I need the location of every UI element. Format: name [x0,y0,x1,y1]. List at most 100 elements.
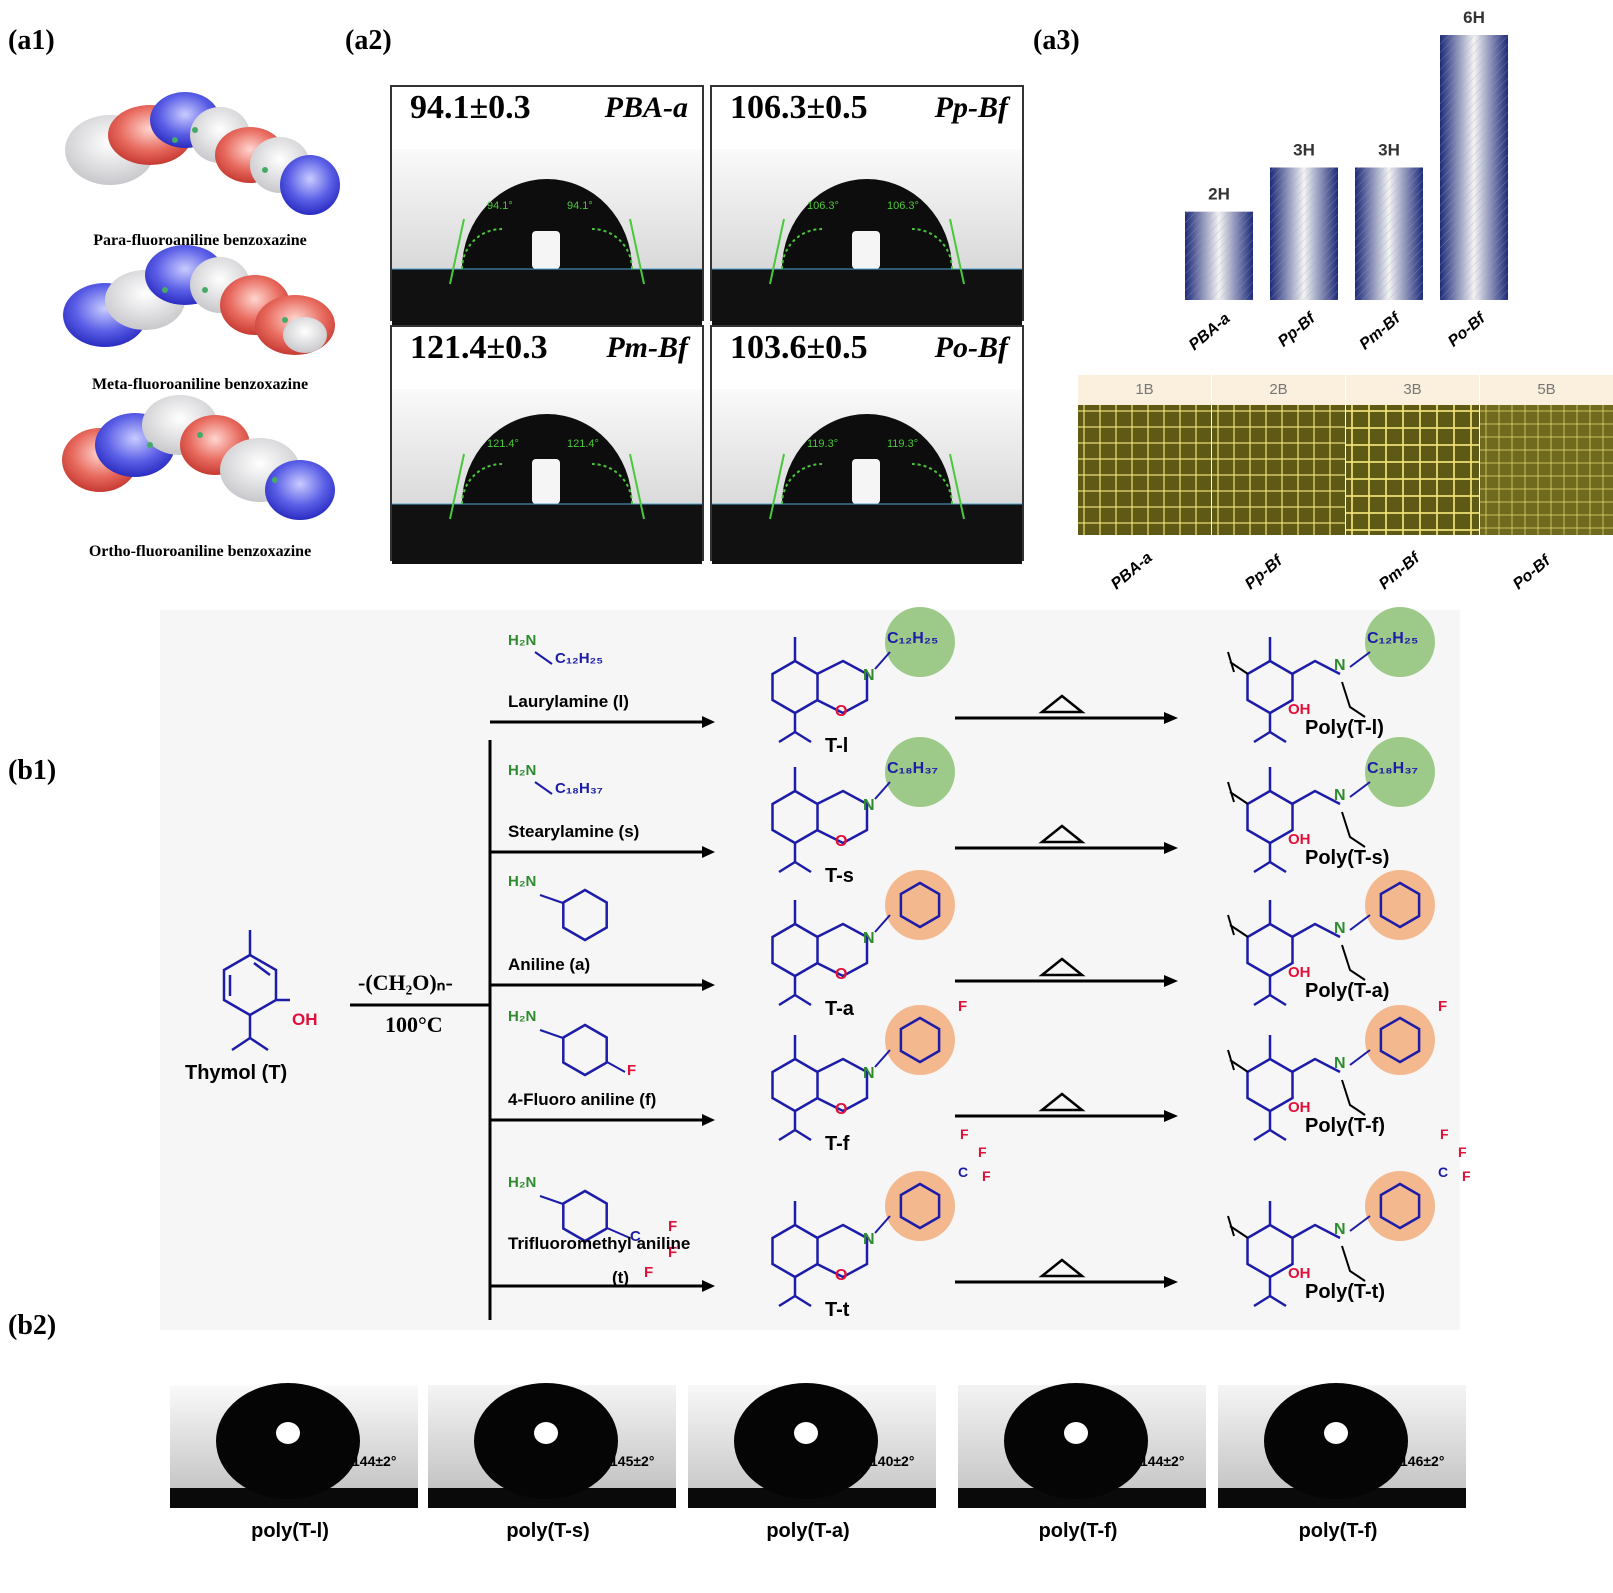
right-angle-label: 121.4° [567,438,599,450]
drop-sample-label: poly(T-s) [506,1520,590,1542]
polymer-fluorine: F [1438,998,1448,1015]
droplet-highlight [532,459,560,504]
right-angle-label: 119.3° [887,438,918,450]
adhesion-grade: 2B [1212,375,1345,405]
sample-name: PBA-a [604,91,688,124]
contact-angle-value: 121.4±0.3 [410,329,548,366]
crosshatch-grid [1346,405,1479,535]
caption-para: Para-fluoroaniline benzoxazine [93,232,307,249]
contact-angle-value: 103.6±0.5 [730,329,868,366]
drop-angle-label: 145±2° [610,1453,655,1469]
thymol-oh: OH [292,1010,318,1029]
monomer-alkyl-chain: C₁₈H₃₇ [887,760,939,777]
panel-label-a2: (a2) [345,25,392,56]
bar-hatch [1185,211,1253,300]
drop-image [688,1383,936,1508]
amine-name: Aniline (a) [508,955,591,974]
water-drop-photo: 145±2° [428,1383,676,1508]
monomer-oxygen: O [835,703,848,720]
droplet-highlight [852,459,880,504]
sample-name: Pp-Bf [934,91,1008,124]
polymer-alkyl-chain: C₁₈H₃₇ [1367,760,1419,777]
drop-angle-label: 146±2° [1400,1453,1445,1469]
reaction-row [490,870,1435,1007]
amine-cf3-f2: F [668,1244,678,1261]
monomer-cf3-f1: F [978,1144,987,1160]
crosshatch-photo: 1B [1078,375,1211,535]
amine-h2n: H₂N [508,632,537,649]
reagent-temperature: 100°C [385,1012,443,1037]
drop-angle-label: 140±2° [870,1453,915,1469]
reagent-formula: -(CH₂O)ₙ- [358,970,453,995]
monomer-cf3-f3: F [960,1126,969,1142]
amine-alkyl-chain: C₁₂H₂₅ [555,650,604,667]
amine-alkyl-chain: C₁₈H₃₇ [555,780,603,797]
polymer-label: Poly(T-l) [1305,717,1384,739]
water-drop-photo: 146±2° [1218,1383,1466,1508]
droplet-photo: 121.4°121.4° [392,389,702,564]
crosshatch-grid [1078,405,1211,535]
monomer-cf3-carbon: C [958,1164,969,1180]
amine-name: 4-Fluoro aniline (f) [508,1090,657,1109]
polymer-nitrogen: N [1334,657,1346,674]
amine-name: Trifluoromethyl aniline [508,1234,691,1253]
amine-cf3-f1: F [668,1218,678,1235]
water-drop-photo: 144±2° [958,1383,1206,1508]
amine-h2n: H₂N [508,873,537,890]
polymer-cf3-f2: F [1462,1168,1471,1184]
reaction-row [490,1005,1435,1142]
polymer-cf3-f3: F [1440,1126,1449,1142]
droplet-photo: 119.3°119.3° [712,389,1022,564]
amine-h2n: H₂N [508,1174,537,1191]
monomer-nitrogen: N [863,667,875,684]
water-drop-photo: 140±2° [688,1383,936,1508]
panel-label-a1: (a1) [8,25,55,56]
monomer-nitrogen: N [863,797,875,814]
polymer-label: Poly(T-t) [1305,1281,1385,1303]
polymer-nitrogen: N [1334,1221,1346,1238]
drop-angle-label: 144±2° [1140,1453,1185,1469]
drop-sample-label: poly(T-l) [251,1520,329,1542]
meta-molecule-surface [63,245,335,355]
polymer-nitrogen: N [1334,920,1346,937]
panel-label-b1: (b1) [8,755,57,786]
amine-cf3-carbon: C [630,1228,641,1245]
polymer-label: Poly(T-a) [1305,980,1390,1002]
amine-cf3-f3: F [644,1264,654,1281]
droplet-highlight [532,231,560,269]
monomer-oxygen: O [835,966,848,983]
adhesion-grade: 1B [1078,375,1211,405]
monomer-label: T-s [825,865,854,887]
panel-label-a3: (a3) [1033,25,1080,56]
contact-angle-value: 106.3±0.5 [730,89,868,126]
amine-name: Laurylamine (l) [508,692,629,711]
para-molecule-surface [65,92,340,215]
ortho-molecule-surface [62,395,335,520]
polymer-label: Poly(T-s) [1305,847,1390,869]
monomer-alkyl-chain: C₁₂H₂₅ [887,630,939,647]
drop-image [1218,1383,1466,1508]
crosshatch-grid [1480,405,1613,535]
water-drop-photo: 144±2° [170,1383,418,1508]
synthesis-scheme-background [160,610,1460,1330]
polymer-cf3-f1: F [1458,1144,1467,1160]
polymer-hydroxyl: OH [1288,1099,1311,1116]
monomer-label: T-l [825,735,849,757]
monomer-cf3-f2: F [982,1168,991,1184]
amine-name: Stearylamine (s) [508,822,640,841]
polymer-nitrogen: N [1334,787,1346,804]
crosshatch-photo: 5B [1480,375,1613,535]
right-angle-label: 94.1° [567,200,593,212]
monomer-fluorine: F [958,998,968,1015]
monomer-oxygen: O [835,1101,848,1118]
bar-hatch [1270,167,1338,300]
left-angle-label: 106.3° [807,200,839,212]
caption-meta: Meta-fluoroaniline benzoxazine [91,376,309,393]
reaction-row [490,1171,1435,1308]
monomer-label: T-a [825,998,854,1020]
